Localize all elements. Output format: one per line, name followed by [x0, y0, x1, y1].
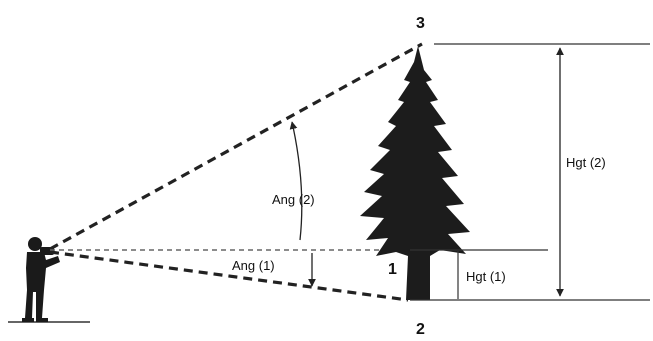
point-2-label: 2 — [416, 321, 425, 338]
angle1-label: Ang (1) — [232, 258, 275, 273]
angle2-label: Ang (2) — [272, 192, 315, 207]
sight-line-base — [49, 250, 409, 302]
height2-label: Hgt (2) — [566, 155, 606, 170]
sight-line-top — [49, 42, 423, 251]
angle2-arrow — [289, 121, 303, 241]
point-3-label: 3 — [416, 15, 425, 32]
tree-icon — [360, 46, 470, 300]
height1-label: Hgt (1) — [466, 269, 506, 284]
point-1-label: 1 — [388, 261, 397, 278]
